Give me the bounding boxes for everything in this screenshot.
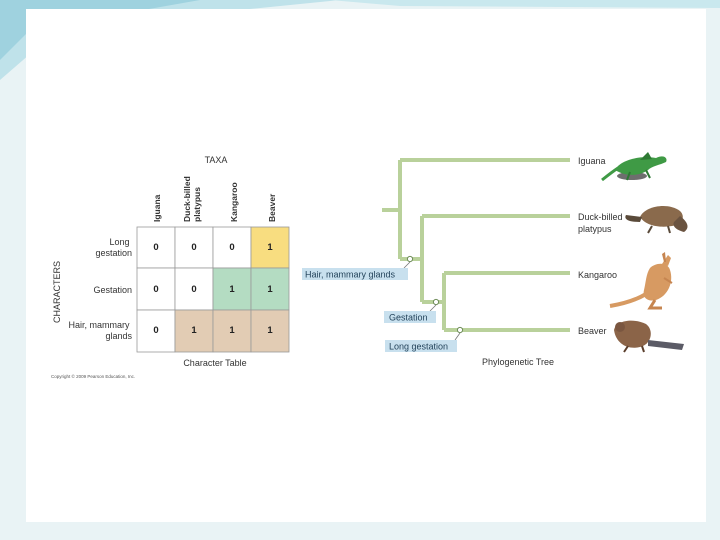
character-table: TAXA CHARACTERS Iguana Duck-billed platy…	[51, 155, 290, 379]
table-cell-value: 1	[267, 242, 273, 253]
table-cell	[136, 309, 176, 353]
column-header: Iguana	[152, 194, 162, 222]
table-cell	[250, 226, 290, 269]
kangaroo-icon	[609, 252, 673, 310]
table-cell-value: 1	[229, 325, 235, 336]
taxon-name: Kangaroo	[578, 270, 617, 280]
table-cell-value: 1	[191, 325, 197, 336]
column-header: Beaver	[267, 193, 277, 222]
column-header-line: platypus	[192, 187, 202, 222]
taxon-name: Iguana	[578, 156, 606, 166]
table-cell	[250, 309, 290, 353]
table-cell-value: 0	[229, 242, 234, 253]
row-label-line: gestation	[95, 248, 132, 258]
table-cell-value: 1	[267, 325, 273, 336]
row-label: Gestation	[93, 285, 132, 295]
long-gestation-label: Long gestation	[389, 342, 448, 352]
table-cell-value: 0	[153, 242, 158, 253]
tree-caption: Phylogenetic Tree	[482, 357, 554, 367]
row-label: Long gestation	[95, 237, 132, 258]
beaver-icon	[614, 320, 684, 353]
taxa-axis-label: TAXA	[205, 155, 228, 165]
platypus-icon	[625, 206, 688, 234]
table-caption: Character Table	[183, 358, 246, 368]
branch-node	[432, 298, 440, 306]
taxon-name-line: platypus	[578, 224, 612, 234]
table-cell	[174, 309, 214, 353]
hair-mammary-glands-label: Hair, mammary glands	[305, 270, 396, 280]
taxon-name-line: Duck-billed	[578, 212, 623, 222]
table-cell	[136, 226, 176, 269]
copyright-notice: Copyright © 2009 Pearson Education, Inc.	[51, 373, 135, 379]
table-cell-value: 0	[191, 242, 196, 253]
row-label-line: glands	[105, 331, 132, 341]
table-cell	[250, 267, 290, 311]
gestation-label: Gestation	[389, 313, 428, 323]
phylogenetic-tree: Hair, mammary glands Gestation Long gest…	[302, 152, 688, 367]
tree-branches	[382, 158, 570, 332]
characters-axis-label: CHARACTERS	[52, 261, 62, 323]
row-label-line: Long	[109, 237, 129, 247]
long-gestation-label-box	[385, 340, 457, 352]
table-cell-value: 0	[153, 284, 158, 295]
branch-node	[456, 326, 464, 334]
table-cell-value: 0	[191, 284, 196, 295]
taxon-name: Duck-billed platypus	[578, 212, 625, 234]
column-header: Kangaroo	[229, 182, 239, 222]
table-grid: 0 0 0 1 0 0 1 1 0 1 1 1	[136, 226, 290, 353]
table-cell-value: 0	[153, 325, 158, 336]
iguana-icon	[601, 152, 667, 182]
table-cell	[136, 267, 176, 311]
taxon-name: Beaver	[578, 326, 607, 336]
gestation-label-box	[384, 311, 436, 323]
table-cell-value: 1	[229, 284, 235, 295]
row-label-line: Hair, mammary	[68, 320, 130, 330]
table-cell-value: 1	[267, 284, 273, 295]
column-header-line: Duck-billed	[182, 176, 192, 222]
hair-mammary-glands-label-box	[302, 268, 408, 280]
row-label: Hair, mammary glands	[68, 320, 132, 341]
branch-node	[406, 255, 414, 263]
column-header: Duck-billed platypus	[182, 174, 202, 222]
